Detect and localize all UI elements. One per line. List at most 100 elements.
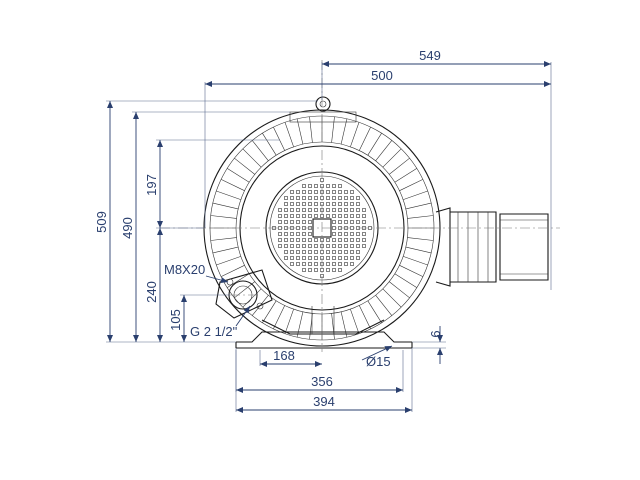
grille-hole: [344, 208, 348, 212]
fin: [389, 157, 410, 175]
grille-hole: [302, 238, 306, 242]
fin: [403, 190, 428, 200]
grille-hole: [332, 220, 336, 224]
grille-hole: [302, 202, 306, 206]
grille-hole: [290, 256, 294, 260]
fin: [262, 133, 277, 156]
grille-hole: [308, 244, 312, 248]
grille-hole: [338, 208, 342, 212]
grille-hole: [350, 238, 354, 242]
dim-197: 197: [144, 174, 159, 196]
extension-lines: [106, 62, 552, 412]
grille-hole: [278, 220, 282, 224]
grille-hole: [332, 232, 336, 236]
fin: [407, 215, 434, 219]
grille-hole: [284, 202, 288, 206]
grille-hole: [326, 190, 330, 194]
fin: [273, 305, 285, 330]
grille-hole: [356, 244, 360, 248]
fin: [227, 273, 250, 288]
grille-hole: [314, 238, 318, 242]
label-hole: Ø15: [366, 354, 391, 369]
fin: [367, 133, 382, 156]
grille-hole: [314, 262, 318, 266]
grille-hole: [284, 214, 288, 218]
grille-hole: [362, 244, 366, 248]
grille-hole: [308, 214, 312, 218]
grille-hole: [344, 250, 348, 254]
grille-hole: [308, 190, 312, 194]
dim-105: 105: [168, 309, 183, 331]
grille-hole: [332, 250, 336, 254]
grille-hole: [332, 244, 336, 248]
grille-hole: [290, 196, 294, 200]
grille-hole: [308, 262, 312, 266]
fin: [331, 116, 335, 143]
grille-hole: [332, 208, 336, 212]
grille-hole: [332, 202, 336, 206]
grille-hole: [314, 256, 318, 260]
grille-hole: [350, 220, 354, 224]
grille-hole: [350, 250, 354, 254]
grille-hole: [284, 244, 288, 248]
grille-hole: [278, 244, 282, 248]
outlet-port: [435, 207, 549, 287]
grille-hole: [314, 268, 318, 272]
grille-hole: [338, 190, 342, 194]
fin: [405, 246, 432, 254]
fin: [216, 256, 241, 266]
grille-hole: [284, 196, 288, 200]
fin: [359, 305, 371, 330]
grille-hole: [278, 238, 282, 242]
fin: [262, 300, 277, 323]
dim-549: 549: [419, 48, 441, 63]
fin: [382, 288, 402, 308]
fin: [210, 237, 237, 241]
grille-hole: [284, 220, 288, 224]
grille-hole: [356, 256, 360, 260]
grille-hole: [344, 256, 348, 260]
fin: [220, 265, 245, 277]
dim-500: 500: [371, 68, 393, 83]
grille-hole: [296, 250, 300, 254]
grille-hole: [290, 244, 294, 248]
fin: [375, 295, 393, 316]
grille-hole: [332, 214, 336, 218]
label-thread: M8X20: [164, 262, 205, 277]
grille-hole: [362, 220, 366, 224]
grille-hole: [308, 232, 312, 236]
fin: [359, 126, 371, 151]
grille-hole: [308, 196, 312, 200]
grille-hole: [350, 202, 354, 206]
grille-hole: [350, 208, 354, 212]
grille-hole: [308, 250, 312, 254]
cooling-fins: [210, 116, 434, 340]
grille-hole: [344, 196, 348, 200]
grille-hole: [356, 196, 360, 200]
grille-hole: [314, 208, 318, 212]
fin: [389, 281, 410, 299]
grille-hole: [284, 208, 288, 212]
grille-hole: [338, 232, 342, 236]
grille-hole: [338, 184, 342, 188]
grille-hole: [308, 220, 312, 224]
fin: [375, 140, 393, 161]
grille-hole: [344, 190, 348, 194]
grille-hole: [290, 190, 294, 194]
fin: [210, 215, 237, 219]
grille-hole: [308, 256, 312, 260]
fin: [220, 179, 245, 191]
grille-hole: [308, 268, 312, 272]
fin: [234, 157, 255, 175]
grille-hole: [284, 238, 288, 242]
grille-hole: [314, 250, 318, 254]
grille-hole: [296, 256, 300, 260]
grille-hole: [362, 208, 366, 212]
dim-394: 394: [313, 394, 335, 409]
grille-hole: [350, 244, 354, 248]
grille-hole: [314, 184, 318, 188]
grille-hole: [326, 238, 330, 242]
grille-hole: [350, 256, 354, 260]
fin: [403, 256, 428, 266]
dimension-lines: [107, 61, 551, 413]
